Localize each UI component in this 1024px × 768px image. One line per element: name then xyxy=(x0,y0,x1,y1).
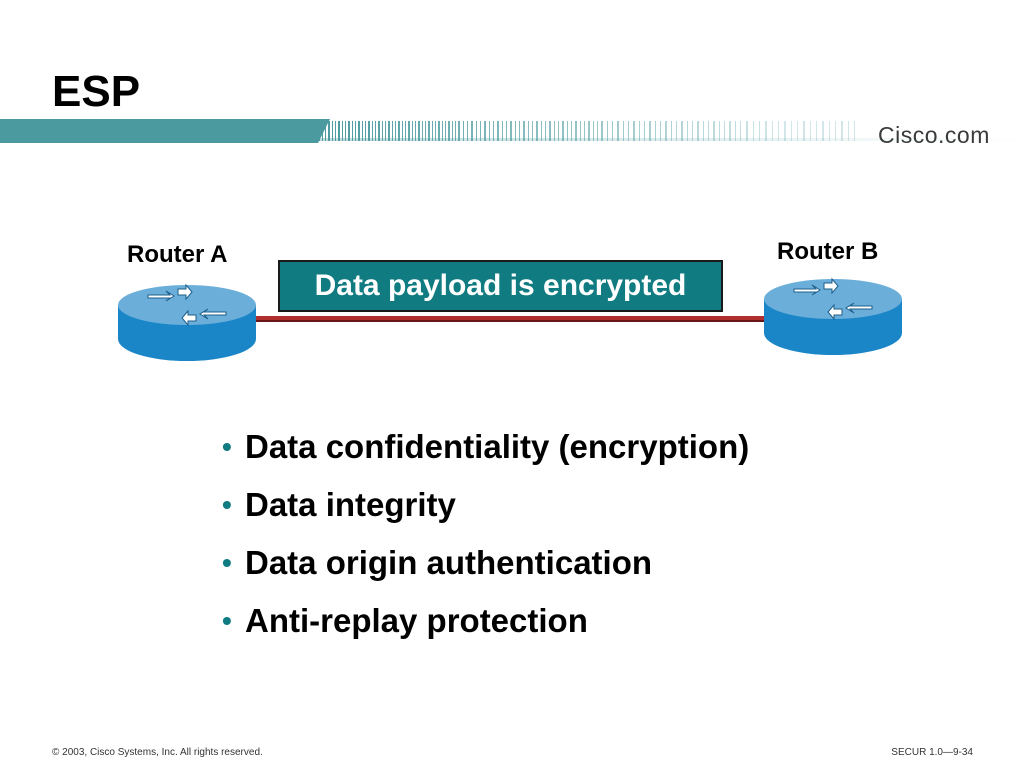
list-item: • Anti-replay protection xyxy=(222,592,749,650)
network-diagram: Router A Router B xyxy=(0,220,1024,390)
list-item: • Data origin authentication xyxy=(222,534,749,592)
slide-title: ESP xyxy=(52,67,141,116)
bullet-text: Data confidentiality (encryption) xyxy=(245,428,750,465)
list-item: • Data integrity xyxy=(222,476,749,534)
bullet-text: Data integrity xyxy=(245,486,456,523)
router-a-label: Router A xyxy=(127,241,228,268)
cisco-logo: Cisco.com xyxy=(878,122,990,148)
bullet-text: Anti-replay protection xyxy=(245,602,588,639)
bullet-icon: • xyxy=(222,489,232,520)
bullet-icon: • xyxy=(222,431,232,462)
header-bar xyxy=(0,119,1024,143)
payload-encrypted-box: Data payload is encrypted xyxy=(278,260,723,312)
router-a-icon xyxy=(116,283,258,370)
router-b-label: Router B xyxy=(777,238,879,265)
footer-slide-id: SECUR 1.0—9-34 xyxy=(891,747,973,758)
router-b-icon xyxy=(762,277,904,364)
bullet-list: • Data confidentiality (encryption) • Data… xyxy=(222,418,749,650)
link-line xyxy=(254,316,766,322)
bullet-icon: • xyxy=(222,605,232,636)
bullet-icon: • xyxy=(222,547,232,578)
list-item: • Data confidentiality (encryption) xyxy=(222,418,749,476)
footer-copyright: © 2003, Cisco Systems, Inc. All rights r… xyxy=(52,747,263,758)
bullet-text: Data origin authentication xyxy=(245,544,653,581)
